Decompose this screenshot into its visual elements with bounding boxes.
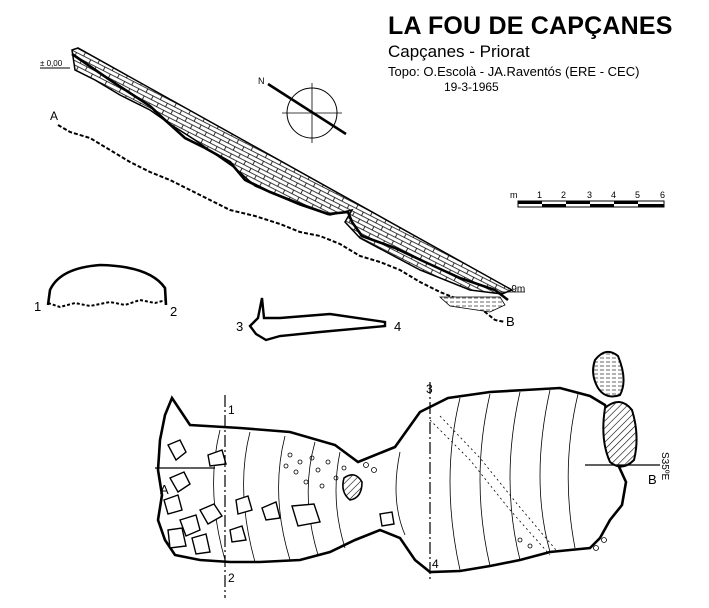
end-depth-label: -9m — [508, 284, 525, 295]
plan-point-b: B — [648, 472, 657, 487]
limestone-mass — [71, 47, 514, 295]
cross-section-1-2: 1 2 — [34, 263, 177, 319]
profile-point-b: B — [506, 314, 515, 329]
cave-plan-outline — [156, 386, 628, 574]
section-label-1: 1 — [34, 299, 41, 314]
plan-bearing: S35ºE — [659, 452, 670, 480]
boulder — [342, 474, 363, 501]
cave-floor-line — [57, 124, 506, 323]
scale-unit: m — [510, 190, 518, 200]
plan-marker-1: 1 — [228, 403, 235, 417]
datum-label: ± 0,00 — [40, 59, 63, 68]
plan-view: 1 2 3 4 A B S35ºE — [155, 350, 670, 598]
section-label-3: 3 — [236, 319, 243, 334]
survey-date: 19-3-1965 — [444, 80, 499, 94]
cross-section-3-4: 3 4 — [236, 297, 401, 342]
plan-marker-3: 3 — [426, 382, 433, 396]
plan-marker-4: 4 — [432, 557, 439, 571]
rubble-blocks — [163, 439, 395, 555]
pebbles — [283, 452, 607, 551]
lake-lower — [602, 401, 638, 468]
profile-point-a: A — [50, 109, 58, 123]
scale-tick-2: 2 — [561, 190, 566, 200]
drainage-lines — [429, 415, 557, 556]
plan-point-a: A — [160, 482, 169, 497]
north-label: N — [258, 76, 265, 86]
section-label-2: 2 — [170, 304, 177, 319]
scale-tick-6: 6 — [660, 190, 665, 200]
scale-tick-1: 1 — [537, 190, 542, 200]
cave-roof-line — [71, 52, 509, 302]
plan-marker-2: 2 — [228, 571, 235, 585]
scale-tick-4: 4 — [611, 190, 616, 200]
scale-bar: m 1 2 3 4 5 6 — [510, 190, 665, 208]
section-label-4: 4 — [394, 319, 401, 334]
floor-contours — [213, 389, 579, 571]
map-title: LA FOU DE CAPÇANES — [388, 12, 673, 40]
pool-water — [438, 296, 506, 313]
scale-tick-5: 5 — [635, 190, 640, 200]
survey-credit: Topo: O.Escolà - JA.Raventós (ERE - CEC) — [388, 64, 640, 79]
map-location: Capçanes - Priorat — [388, 42, 530, 61]
scale-tick-3: 3 — [587, 190, 592, 200]
elevation-profile: ± 0,00 -9m A B — [40, 47, 525, 329]
lake-upper — [592, 350, 625, 398]
north-arrow: N — [258, 76, 347, 143]
